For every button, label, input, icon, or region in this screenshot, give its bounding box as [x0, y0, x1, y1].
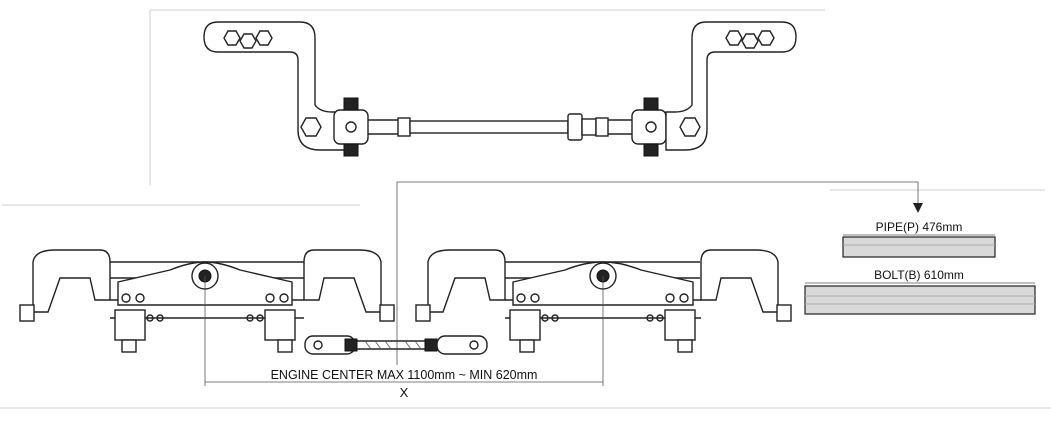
bolt-part: BOLT(B) 610mm — [804, 268, 1036, 315]
bolt-label: BOLT(B) 610mm — [874, 268, 964, 282]
x-label: X — [400, 385, 409, 400]
bottom-tie-rod — [304, 335, 488, 355]
left-bracket-arm — [203, 21, 357, 151]
engine-center-label: ENGINE CENTER MAX 1100mm ~ MIN 620mm — [271, 368, 538, 382]
frame-lines — [0, 9, 1051, 409]
leader-arrow — [396, 181, 923, 365]
pipe-label: PIPE(P) 476mm — [876, 220, 963, 234]
tie-bar-assembly — [203, 21, 797, 157]
pipe-part: PIPE(P) 476mm — [842, 220, 996, 258]
right-bracket-arm — [665, 21, 797, 151]
engine-center-dimension: ENGINE CENTER MAX 1100mm ~ MIN 620mm X — [204, 276, 604, 400]
